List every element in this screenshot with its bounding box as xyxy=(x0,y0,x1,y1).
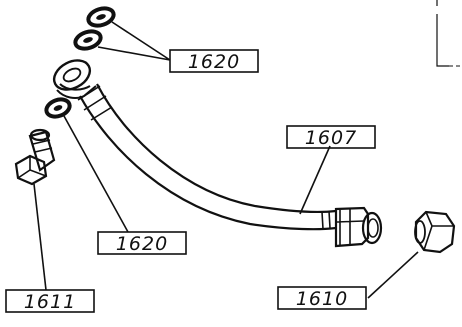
callout-1610: 1610 xyxy=(277,286,367,310)
leader-lines xyxy=(33,21,419,299)
washer-lower xyxy=(44,97,72,119)
banjo-fitting xyxy=(52,59,97,99)
washer-middle xyxy=(73,29,103,51)
callout-label: 1620 xyxy=(116,233,168,255)
cap-nut xyxy=(414,210,456,254)
callout-1607: 1607 xyxy=(286,125,376,149)
hose-hex-nut xyxy=(334,206,383,248)
callout-1611: 1611 xyxy=(5,289,95,313)
washer-top xyxy=(86,6,116,28)
callout-1620-lower: 1620 xyxy=(97,231,187,255)
callout-label: 1620 xyxy=(188,51,240,73)
callout-label: 1610 xyxy=(296,288,348,310)
hose-assembly xyxy=(77,83,337,231)
callout-1620-top: 1620 xyxy=(169,49,259,73)
banjo-bolt xyxy=(14,128,56,186)
callout-label: 1607 xyxy=(305,127,357,149)
callout-label: 1611 xyxy=(24,291,76,313)
drawing-frame-corner xyxy=(436,0,462,67)
